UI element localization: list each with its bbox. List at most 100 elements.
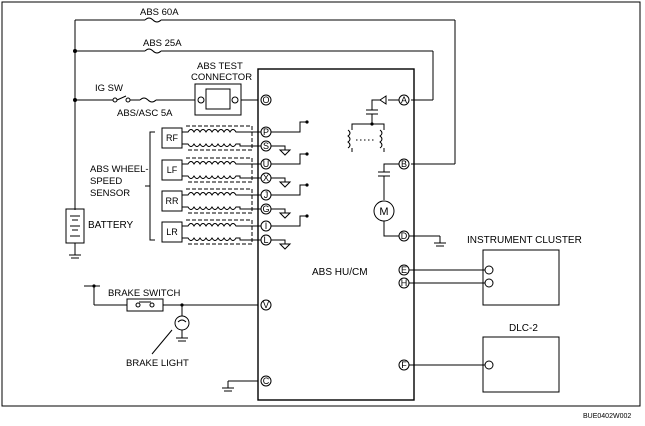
internal-wire [271,145,286,150]
sensor-box [161,190,183,212]
twisted-wire [182,161,261,165]
figure-reference: BUE0402W002 [583,413,631,420]
pin-f: F [401,360,407,370]
test-connector-label-1: ABS TEST [197,61,243,72]
pin-l: L [263,235,268,245]
pin-circle [260,375,272,387]
pin-h: H [401,278,408,288]
connector-terminal [231,96,239,104]
twisted-wire [182,237,261,241]
internal-wire [271,184,307,196]
right-pins: A B D E H F [398,94,410,371]
fuse-60a-label: ABS 60A [140,7,179,18]
test-connector-label-2: CONNECTOR [191,72,252,83]
sensor-rr: RR [161,188,261,214]
frame [1,1,641,407]
connector-terminal [484,265,494,275]
connector-terminal [197,96,205,104]
bulb-filament [177,319,187,323]
internal-sensor-circuits [271,120,309,250]
node [305,183,309,187]
internal-wire [383,221,399,237]
pin-a: A [401,95,407,105]
node [305,120,309,124]
sensor-bracket [149,131,155,241]
internal-wire [271,215,307,227]
left-pins: O P S U X J G I L V C [260,94,272,387]
pin-j: J [264,190,269,200]
sensor-box [161,127,183,149]
brake-light-label: BRAKE LIGHT [126,358,189,369]
twisted-wire [182,192,261,196]
connector-terminal [484,360,494,370]
instrument-cluster-box [482,249,560,306]
connector-terminal [484,278,494,288]
battery-label: BATTERY [88,220,134,231]
leader-line [151,329,173,355]
shield [186,219,253,245]
coil-icon [347,129,351,149]
fuse-5a-label: ABS/ASC 5A [117,108,173,119]
internal-relay-circuits: M [347,95,399,237]
brake-light-icon [174,315,190,331]
sensor-lf: LF [161,157,261,183]
node [305,152,309,156]
sensor-lf-label: LF [167,165,178,175]
sensor-lr: LR [161,219,261,245]
switch-contact [149,302,155,308]
pin-v: V [263,300,269,310]
internal-wire [271,121,307,133]
diode-icon [379,95,387,105]
pin-circle [260,94,272,106]
sensor-label-3: SENSOR [90,188,130,199]
internal-wire [271,177,286,182]
fuse-25a-label: ABS 25A [143,38,182,49]
brake-switch-label: BRAKE SWITCH [108,288,180,299]
internal-wire [372,123,385,130]
switch-contact [125,97,131,103]
twisted-wire [182,175,261,179]
sensor-rf-label: RF [166,133,178,143]
internal-wire [371,99,380,110]
twisted-wire [182,206,261,210]
sensor-label-2: SPEED [90,176,122,187]
pin-i: I [265,221,268,231]
fuse-icon [139,97,157,103]
node [305,214,309,218]
ground-icon [278,181,292,188]
internal-wire [351,148,385,152]
fuse-icon [144,48,162,54]
dlc-label: DLC-2 [509,323,538,334]
ground-icon [278,243,292,250]
internal-wire [271,153,307,165]
sensor-rr-label: RR [166,196,179,206]
twisted-wire [182,129,261,133]
pin-d: D [401,231,408,241]
pin-e: E [401,265,407,275]
pin-x: X [263,173,269,183]
ground-icon [278,149,292,156]
twisted-wire [182,143,261,147]
instrument-cluster-label: INSTRUMENT CLUSTER [467,235,582,246]
internal-wire [383,163,399,172]
sensor-rf: RF [161,125,261,151]
internal-wire [351,123,372,130]
pin-g: G [262,204,269,214]
pin-b: B [401,159,407,169]
switch-contact [112,97,118,103]
brake-switch-box [126,298,164,312]
shield [186,157,253,183]
fuse-icon [144,17,162,23]
shield [186,125,253,151]
sensor-box [161,221,183,243]
pin-c: C [263,376,270,386]
ground-icon [278,212,292,219]
twisted-wire [182,223,261,227]
sensor-lr-label: LR [166,227,178,237]
switch-lever [116,95,127,101]
motor-label: M [379,206,388,218]
pin-p: P [263,127,269,137]
sensor-label-1: ABS WHEEL- [90,164,149,175]
